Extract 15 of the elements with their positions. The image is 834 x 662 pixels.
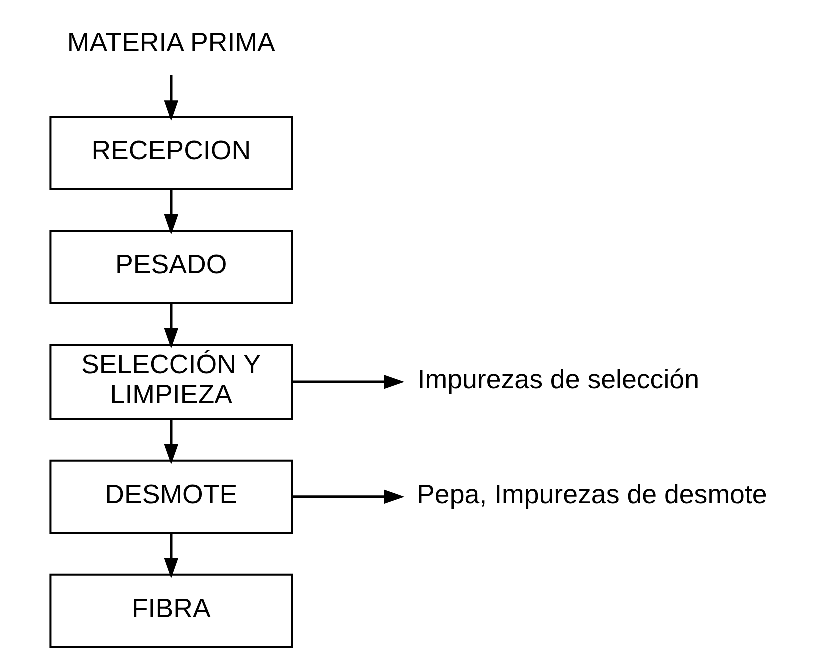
arrow (164, 189, 179, 235)
arrow (292, 490, 405, 504)
node-text: MATERIA PRIMA (67, 28, 276, 58)
arrow (164, 419, 179, 465)
arrow (164, 75, 179, 122)
arrow (164, 533, 179, 579)
node-box: SELECCIÓN Y LIMPIEZA (50, 344, 294, 420)
node-text: Pepa, Impurezas de desmote (417, 479, 768, 510)
node-text: Impurezas de selección (418, 364, 700, 394)
node-box: PESADO (50, 230, 294, 304)
node-box: RECEPCION (50, 116, 294, 190)
arrow (164, 304, 179, 349)
node-box: DESMOTE (50, 460, 294, 534)
arrow (292, 374, 405, 390)
node-box: FIBRA (50, 574, 294, 648)
